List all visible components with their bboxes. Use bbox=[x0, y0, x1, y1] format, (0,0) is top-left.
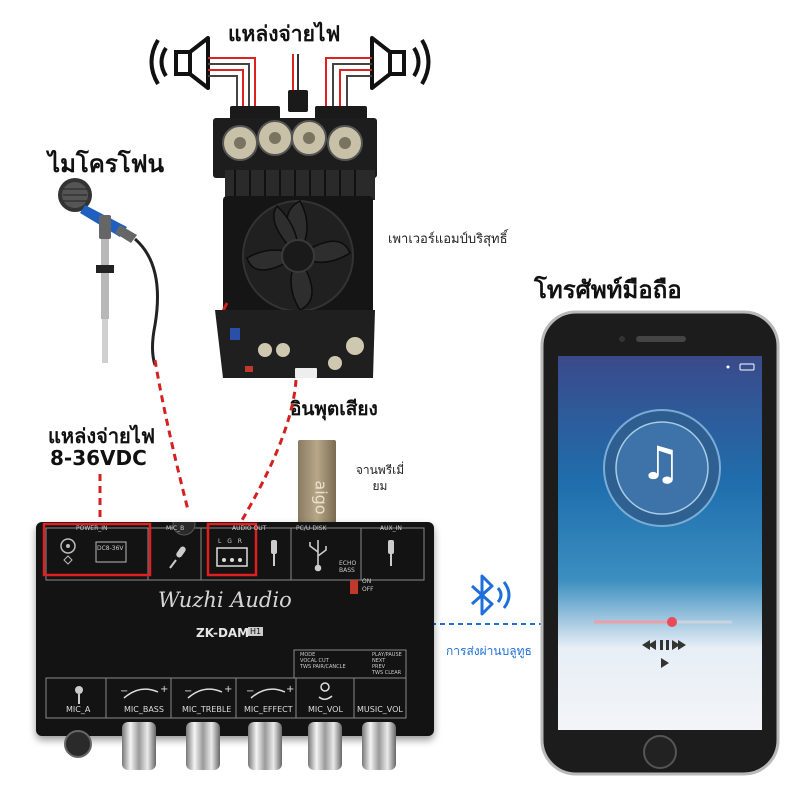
rotary-icon bbox=[318, 682, 333, 700]
power-supply-left-label: แหล่งจ่ายไฟ bbox=[48, 424, 155, 448]
mode-legend-0: MODE bbox=[300, 652, 316, 658]
top-wiring bbox=[149, 36, 431, 118]
pure-power-amp-label: เพาเวอร์แอมป์บริสุทธิ์ bbox=[388, 232, 508, 247]
ctrl-mic-vol: MIC_VOL bbox=[308, 705, 343, 714]
knob-minus-1: − bbox=[120, 686, 129, 697]
ctrl-mic-a: MIC_A bbox=[66, 705, 91, 714]
music-note-icon: ♫ bbox=[640, 436, 682, 490]
play-legend-1: NEXT bbox=[372, 658, 386, 664]
echo-bass-label: ECHO BASS bbox=[339, 560, 357, 574]
port-power-in: POWER_IN bbox=[76, 525, 108, 532]
preamp-model: ZK-DAM bbox=[196, 626, 250, 640]
dc-jack-icon bbox=[60, 538, 76, 565]
headphone-jack-icon bbox=[271, 540, 277, 566]
port-audio-out: AUDIO OUT bbox=[232, 525, 267, 532]
speaker-left-icon bbox=[149, 36, 210, 90]
microphone-label: ไมโครโฟน bbox=[48, 150, 165, 178]
speaker-right-icon bbox=[370, 36, 431, 90]
audio-out-pins-label: L G R bbox=[218, 538, 244, 545]
mode-legend-2: TWS PAIR/CANCLE bbox=[300, 664, 346, 670]
preamp-brand: Wuzhi Audio bbox=[158, 588, 292, 612]
bluetooth-icon bbox=[470, 574, 511, 616]
ctrl-mic-bass: MIC_BASS bbox=[124, 705, 164, 714]
ctrl-music-vol: MUSIC_VOL bbox=[357, 705, 403, 714]
port-aux-in: AUX_IN bbox=[380, 525, 402, 532]
audio-input-label: อินพุตเสียง bbox=[290, 398, 378, 420]
aux-jack-icon bbox=[388, 540, 394, 566]
knob-plus-3: + bbox=[286, 684, 295, 695]
preamp-model-badge: H1 bbox=[248, 627, 264, 636]
knob-minus-3: − bbox=[246, 686, 255, 697]
knob-plus-1: + bbox=[160, 684, 169, 695]
play-legend-0: PLAY/PAUSE bbox=[372, 652, 402, 658]
dc-voltage-label: DC8-36V bbox=[97, 545, 124, 552]
microphone-icon bbox=[58, 178, 159, 366]
smartphone-label: โทรศัพท์มือถือ bbox=[534, 276, 682, 304]
switch-off-label: OFF bbox=[362, 586, 374, 593]
knob-minus-2: − bbox=[184, 686, 193, 697]
port-mic-b: MIC_B bbox=[166, 525, 185, 532]
plate-text: aigo bbox=[311, 480, 331, 515]
switch-on-label: ON bbox=[362, 578, 372, 585]
ctrl-mic-treble: MIC_TREBLE bbox=[182, 705, 232, 714]
play-legend: PLAY/PAUSE NEXT PREV TWS CLEAR bbox=[372, 652, 402, 676]
mode-legend: MODE VOCAL CUT TWS PAIR/CANCLE bbox=[300, 652, 346, 670]
mic-b-icon bbox=[169, 546, 186, 569]
power-supply-top-label: แหล่งจ่ายไฟ bbox=[228, 22, 341, 46]
power-amp-board bbox=[213, 90, 377, 378]
premium-plate bbox=[298, 440, 336, 528]
preamp-board bbox=[36, 522, 434, 736]
play-legend-3: TWS CLEAR bbox=[372, 670, 402, 676]
preamp-panel bbox=[42, 522, 425, 770]
power-voltage-label: 8-36VDC bbox=[50, 446, 147, 470]
premium-plate-label: จานพรีเมี่ยม bbox=[350, 462, 410, 494]
premium-plate-text: จานพรีเมี่ยม bbox=[355, 463, 405, 493]
smartphone bbox=[540, 310, 780, 776]
port-pc-udisk: PC/U-DISK bbox=[296, 525, 327, 532]
mode-legend-1: VOCAL CUT bbox=[300, 658, 329, 664]
knob-plus-2: + bbox=[224, 684, 233, 695]
play-legend-2: PREV bbox=[372, 664, 386, 670]
mic-a-icon bbox=[75, 686, 83, 704]
usb-icon bbox=[309, 540, 327, 572]
bluetooth-transfer-label: การส่งผ่านบลูทูธ bbox=[446, 644, 532, 658]
ctrl-mic-effect: MIC_EFFECT bbox=[244, 705, 293, 714]
